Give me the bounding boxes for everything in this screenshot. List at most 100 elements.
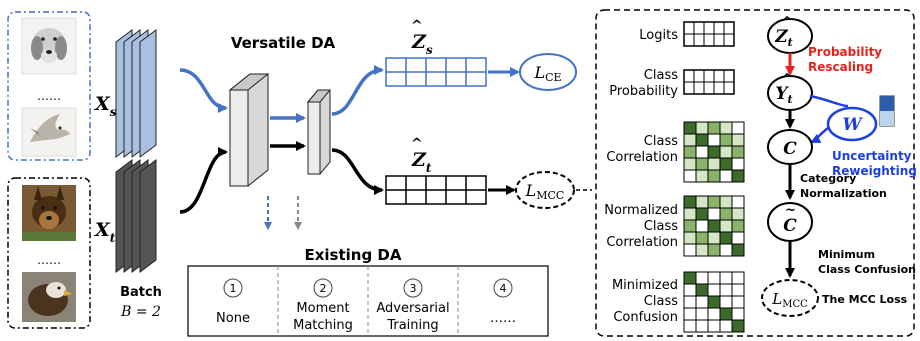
matrix-cell bbox=[695, 243, 709, 257]
weight-bar-bottom bbox=[880, 111, 894, 126]
matrix-cell bbox=[707, 231, 721, 245]
target-dots: …… bbox=[37, 253, 61, 267]
mcc-loss-final-node bbox=[761, 279, 819, 317]
matrix-cell bbox=[731, 207, 745, 221]
normalized-correlation-matrix bbox=[683, 195, 745, 257]
zs-hat: ^ bbox=[411, 18, 423, 34]
matrix-cell bbox=[719, 307, 733, 321]
matrix-cell bbox=[707, 243, 721, 257]
zs-label: Zs bbox=[411, 31, 433, 57]
row-labels: LogitsClassProbabilityClassCorrelationNo… bbox=[604, 28, 678, 325]
mcc-loss-label: LMCC bbox=[525, 181, 565, 202]
target-logits-grid bbox=[385, 175, 487, 205]
method-number-circle bbox=[493, 278, 513, 298]
matrix-cell bbox=[695, 145, 709, 159]
matrix-cell bbox=[707, 157, 721, 171]
matrix-cell bbox=[731, 319, 745, 333]
batch-size: B = 2 bbox=[120, 304, 161, 320]
matrix-cell bbox=[719, 121, 733, 135]
method-label: …… bbox=[490, 311, 516, 326]
method-number: 4 bbox=[500, 282, 507, 295]
row-label: Class bbox=[644, 294, 678, 309]
method-label: Training bbox=[386, 318, 438, 333]
versatile-da-title: Versatile DA bbox=[231, 34, 336, 52]
zt-node-hat: ^ bbox=[782, 14, 792, 28]
xt-label: Xt bbox=[94, 219, 116, 245]
c-tilde-mark: ~ bbox=[785, 203, 796, 218]
eagle-photo-image bbox=[22, 272, 76, 322]
method-number-circle bbox=[403, 278, 423, 298]
matrix-cell bbox=[731, 283, 745, 297]
matrix-cell bbox=[707, 295, 721, 309]
yt-node-label: Yt bbox=[775, 84, 792, 106]
minimized-confusion-matrix bbox=[683, 271, 745, 333]
batch-label: Batch bbox=[120, 285, 162, 300]
matrix-cell bbox=[707, 319, 721, 333]
row-label: Normalized bbox=[604, 203, 678, 218]
existing-da-methods: 1None2MomentMatching3AdversarialTraining… bbox=[216, 278, 516, 333]
method-number-circle bbox=[313, 278, 333, 298]
matrix-cell bbox=[719, 319, 733, 333]
matrix-cell bbox=[707, 283, 721, 297]
matrix-cell bbox=[707, 271, 721, 285]
matrix-cell bbox=[719, 243, 733, 257]
method-number: 1 bbox=[230, 282, 237, 295]
matrix-cell bbox=[683, 231, 697, 245]
source-images-panel bbox=[7, 11, 91, 161]
matrix-cell bbox=[707, 133, 721, 147]
method-number: 2 bbox=[320, 282, 327, 295]
row-label: Logits bbox=[639, 28, 678, 43]
matrix-cell bbox=[731, 295, 745, 309]
row-label: Minimized bbox=[612, 278, 678, 293]
matrix-cell bbox=[695, 157, 709, 171]
matrix-cell bbox=[719, 145, 733, 159]
method-number-circle bbox=[223, 278, 243, 298]
matrix-cell bbox=[695, 207, 709, 221]
matrix-cell bbox=[695, 195, 709, 209]
matrix-cell bbox=[695, 121, 709, 135]
matrix-cell bbox=[683, 219, 697, 233]
w-to-c-arrow bbox=[810, 127, 829, 144]
c-tilde-node-label: C bbox=[783, 216, 797, 236]
matrix-cell bbox=[683, 283, 697, 297]
yt-to-w-arrow bbox=[809, 94, 849, 108]
ce-loss-node bbox=[519, 53, 577, 91]
w-node-label: W bbox=[842, 115, 863, 135]
class-correlation-matrix bbox=[683, 121, 745, 183]
row-label: Probability bbox=[609, 84, 678, 99]
method-label: Adversarial bbox=[376, 301, 449, 316]
yt-node-hat: ^ bbox=[782, 71, 792, 85]
row-label: Class bbox=[644, 134, 678, 149]
row-label: Class bbox=[644, 68, 678, 83]
matrix-cell bbox=[707, 219, 721, 233]
matrix-cell bbox=[731, 133, 745, 147]
mcc-loss-final-label: LMCC bbox=[771, 290, 808, 310]
matrix-cell bbox=[683, 307, 697, 321]
matrix-cell bbox=[719, 207, 733, 221]
matrix-cell bbox=[719, 271, 733, 285]
zt-node-label: Zt bbox=[774, 27, 793, 49]
matrix-cell bbox=[731, 121, 745, 135]
method-label: Moment bbox=[296, 301, 349, 316]
matrix-cell bbox=[683, 295, 697, 309]
mcc-loss-node bbox=[515, 171, 575, 209]
matrix-cell bbox=[707, 195, 721, 209]
matrix-cell bbox=[683, 207, 697, 221]
source-logits-grid bbox=[385, 57, 487, 87]
mcc-loss-caption: The MCC Loss bbox=[822, 293, 908, 306]
matrix-cell bbox=[683, 145, 697, 159]
existing-da-title: Existing DA bbox=[304, 246, 401, 264]
target-feature-stack bbox=[115, 159, 157, 273]
w-node bbox=[826, 106, 878, 142]
matrix-cell bbox=[683, 243, 697, 257]
matrix-cell bbox=[695, 271, 709, 285]
matrix-cell bbox=[719, 295, 733, 309]
method-number: 3 bbox=[410, 282, 417, 295]
target-images-panel bbox=[7, 177, 91, 329]
matrix-cell bbox=[707, 207, 721, 221]
matrix-cell bbox=[707, 307, 721, 321]
